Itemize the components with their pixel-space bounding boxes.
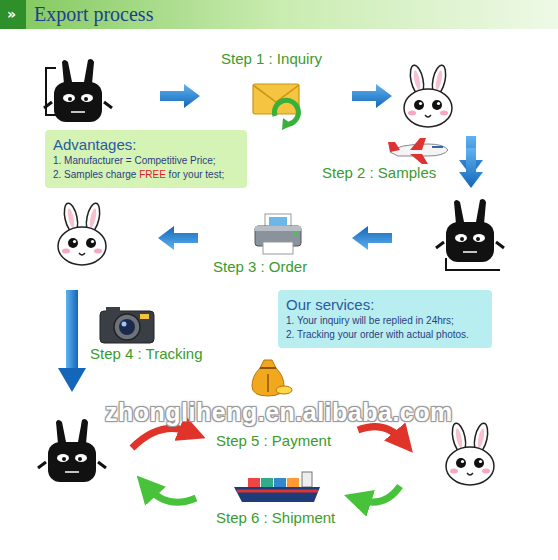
row-one — [44, 59, 452, 130]
panel-heading: Our services: — [286, 295, 484, 314]
header-mark: » — [7, 4, 16, 24]
step-label: Step 6 : Shipment — [216, 509, 335, 527]
watermark: zhongliheng.en.alibaba.com — [105, 398, 453, 427]
ship-icon — [234, 472, 320, 502]
flow-arrow — [160, 84, 200, 108]
payment-arrow — [132, 428, 190, 448]
flow-arrow — [352, 84, 392, 108]
advantages-panel: Advantages:1. Manufacturer = Competitive… — [45, 130, 247, 188]
step-label: Step 3 : Order — [213, 258, 307, 276]
flow-arrow — [158, 226, 198, 250]
panel-line: 1. Your inquiry will be replied in 24hrs… — [286, 314, 484, 328]
envelope-icon — [253, 84, 299, 130]
shipment-arrow — [148, 488, 196, 502]
step-label: Step 2 : Samples — [322, 164, 436, 182]
long-down-arrow — [58, 290, 86, 392]
camera-icon — [100, 307, 154, 343]
money-bag-icon — [252, 360, 292, 396]
page-title: Export process — [34, 2, 153, 26]
step-label: Step 1 : Inquiry — [221, 50, 322, 68]
white-rabbit — [404, 64, 452, 127]
black-rabbit — [436, 199, 504, 262]
panel-line: 1. Manufacturer = Competitive Price; — [53, 154, 239, 168]
black-rabbit — [38, 419, 106, 482]
step-label: Step 5 : Payment — [216, 432, 331, 450]
printer-icon — [255, 214, 301, 254]
white-rabbit — [446, 422, 494, 485]
panel-heading: Advantages: — [53, 135, 239, 154]
white-rabbit — [58, 202, 106, 265]
airplane-icon — [388, 138, 448, 164]
panel-line: 2. Samples charge FREE for your test; — [53, 168, 239, 182]
header-tab — [0, 0, 26, 29]
step-label: Step 4 : Tracking — [90, 345, 203, 363]
black-rabbit — [44, 59, 112, 122]
flow-arrow-tail — [459, 148, 483, 188]
header-bar — [0, 0, 558, 29]
flow-arrow — [352, 226, 392, 250]
services-panel: Our services:1. Your inquiry will be rep… — [278, 290, 492, 348]
rabbit-frame — [46, 68, 100, 115]
payment-arrow — [358, 427, 402, 440]
shipment-arrow — [360, 486, 400, 502]
panel-line: 2. Tracking your order with actual photo… — [286, 328, 484, 342]
